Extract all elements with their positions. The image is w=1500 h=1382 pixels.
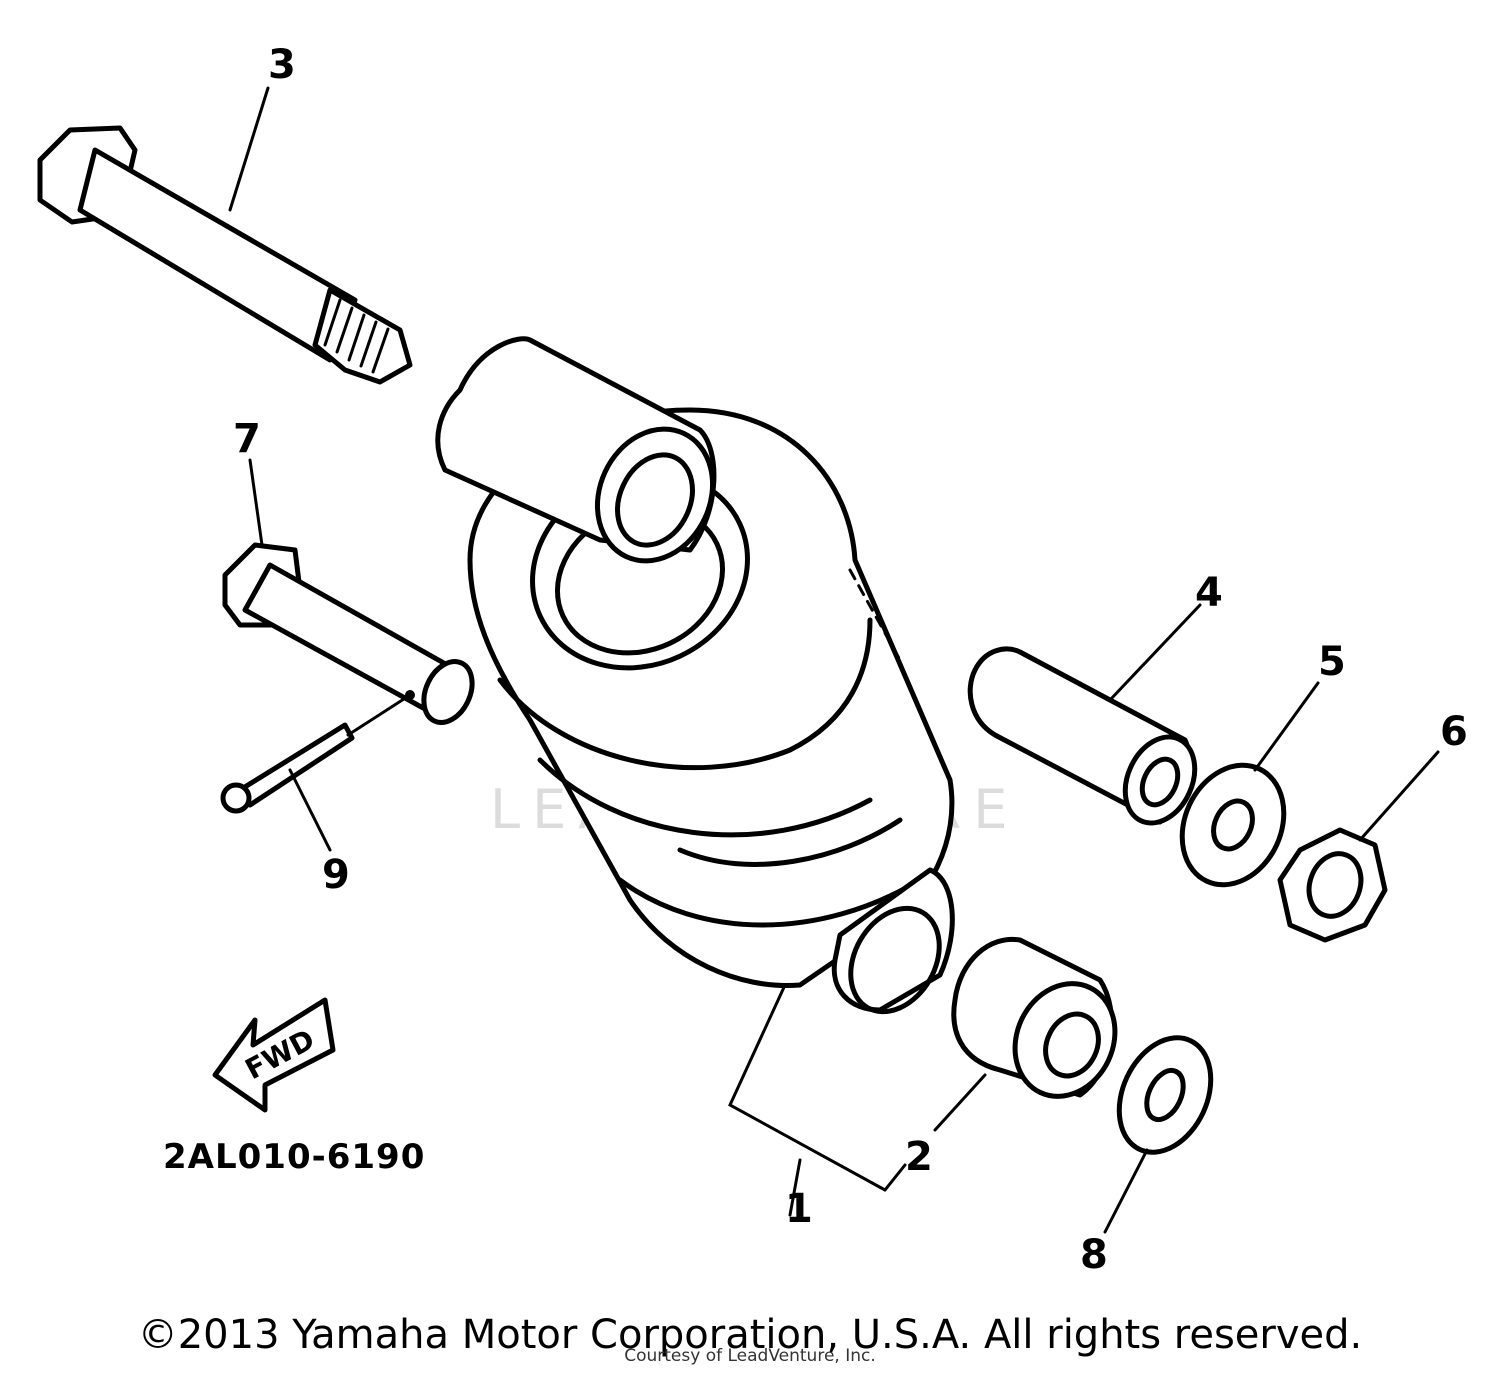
fwd-arrow: FWD: [212, 997, 336, 1113]
part-6-nut[interactable]: [1277, 827, 1388, 943]
leader-lines: [228, 86, 1440, 1234]
part-3-bolt[interactable]: [37, 125, 413, 385]
callout-6: 6: [1440, 709, 1468, 755]
callout-2: 2: [905, 1134, 933, 1180]
callout-8: 8: [1080, 1232, 1108, 1278]
drawing-code: 2AL010-6190: [163, 1137, 425, 1177]
part-9-cotter-pin[interactable]: [220, 722, 355, 814]
callout-1: 1: [785, 1186, 813, 1232]
callout-3: 3: [268, 42, 296, 88]
callout-numbers: 3 7 9 4 5 6 2 8: [233, 42, 1468, 1278]
part-8-washer[interactable]: [1102, 1023, 1229, 1167]
callout-7: 7: [233, 416, 261, 462]
part-4-collar[interactable]: [967, 646, 1208, 834]
part-5-washer[interactable]: [1163, 749, 1302, 902]
callout-4: 4: [1195, 570, 1223, 616]
callout-9: 9: [322, 852, 350, 898]
callout-5: 5: [1318, 639, 1346, 685]
copyright-notice: ©2013 Yamaha Motor Corporation, U.S.A. A…: [137, 1312, 1363, 1358]
part-2-bushing[interactable]: [951, 936, 1133, 1112]
courtesy-notice: Courtesy of LeadVenture, Inc.: [624, 1346, 876, 1366]
part-7-pin[interactable]: [222, 542, 481, 730]
part-1-shock-body[interactable]: [435, 336, 957, 1028]
